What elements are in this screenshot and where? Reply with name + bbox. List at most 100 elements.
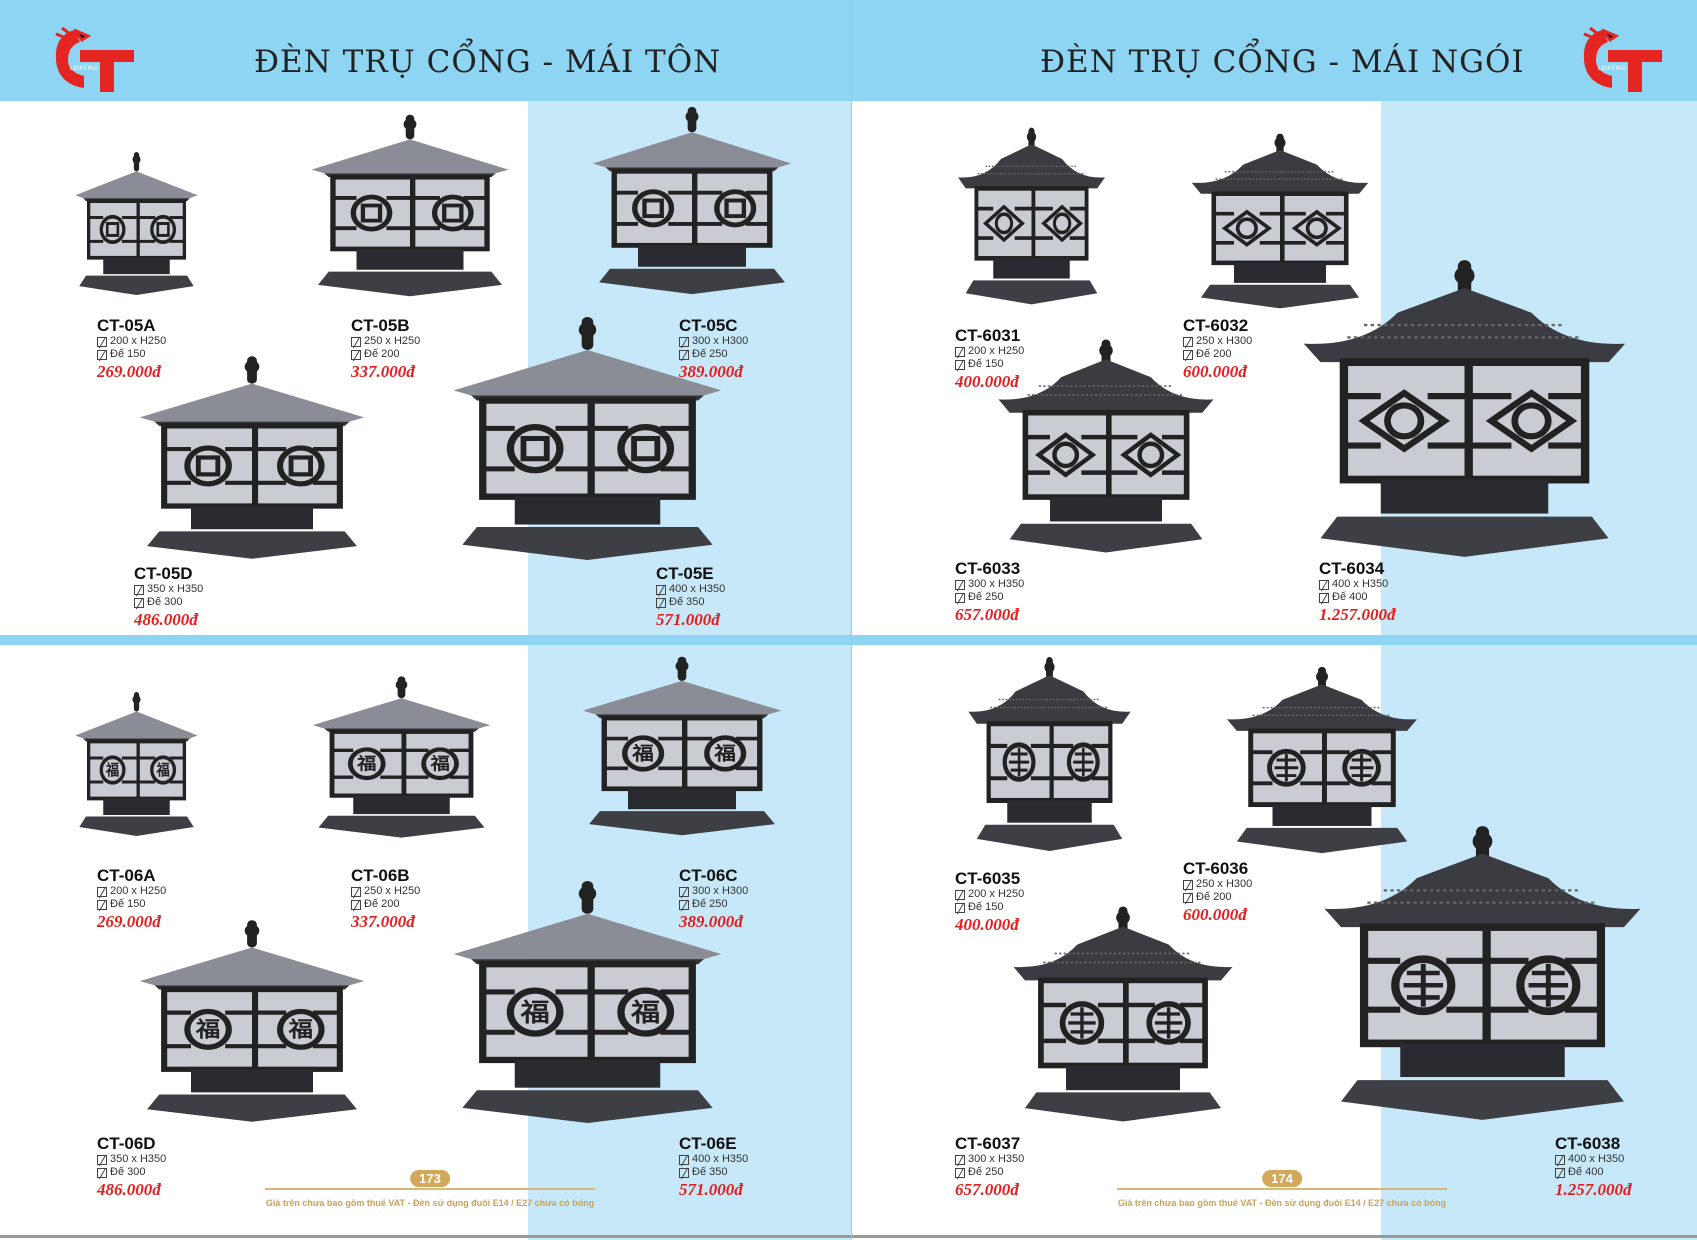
product-code: CT-6037 <box>955 1134 1021 1153</box>
product-code: CT-06A <box>97 866 156 885</box>
page-number: 174 <box>1262 1170 1302 1187</box>
size-text: 200 x H250 <box>968 345 1025 357</box>
footer-note: Giá trên chưa bao gồm thuế VAT - Đèn sử … <box>265 1198 595 1208</box>
product-image-ct-6037[interactable] <box>1009 902 1237 1126</box>
product-image-ct-6032[interactable] <box>1188 130 1372 312</box>
product-image-ct-06d[interactable]: 福福 <box>130 916 374 1126</box>
product-base: Đế 150 <box>97 899 166 910</box>
product-image-ct-06e[interactable]: 福福 <box>442 876 733 1128</box>
product-price: 389.000đ <box>679 912 743 931</box>
size-text: 400 x H350 <box>692 1153 749 1165</box>
diameter-icon <box>679 349 689 360</box>
base-text: Đế 150 <box>968 901 1004 913</box>
product-size: 400 x H350 <box>1319 579 1396 590</box>
product-size: 200 x H250 <box>955 346 1024 357</box>
product-code: CT-05A <box>97 316 156 335</box>
product-image-ct-6038[interactable] <box>1318 820 1647 1126</box>
product-image-ct-06c[interactable]: 福福 <box>574 653 790 839</box>
product-price: 337.000đ <box>351 362 415 381</box>
product-code: CT-6034 <box>1319 559 1385 578</box>
product-base: Đế 250 <box>679 349 748 360</box>
page-header: LIGHTING ĐÈN TRỤ CỔNG - MÁI TÔN <box>0 0 851 101</box>
diameter-icon <box>97 899 107 910</box>
product-image-ct-05c[interactable] <box>584 103 800 298</box>
base-text: Đế 200 <box>1196 348 1232 360</box>
diameter-icon <box>1183 349 1193 360</box>
product-code: CT-05C <box>679 316 738 335</box>
svg-text:福: 福 <box>520 998 550 1027</box>
size-text: 200 x H250 <box>968 888 1025 900</box>
product-base: Đế 200 <box>351 349 420 360</box>
section-divider <box>852 635 1697 645</box>
product-size: 300 x H300 <box>679 886 748 897</box>
product-code: CT-6033 <box>955 559 1021 578</box>
product-size: 200 x H250 <box>97 336 166 347</box>
product-code: CT-06B <box>351 866 410 885</box>
product-label: CT-6035 200 x H250 Đế 150 400.000đ <box>955 870 1024 933</box>
product-price: 269.000đ <box>97 912 161 931</box>
product-image-ct-05a[interactable] <box>70 149 203 298</box>
diameter-icon <box>656 597 666 608</box>
product-base: Đế 150 <box>97 349 166 360</box>
diameter-icon <box>679 899 689 910</box>
product-base: Đế 250 <box>955 1167 1024 1178</box>
size-text: 300 x H300 <box>692 885 749 897</box>
product-image-ct-6036[interactable] <box>1223 663 1421 857</box>
product-size: 300 x H350 <box>955 1154 1024 1165</box>
svg-text:福: 福 <box>195 1017 220 1041</box>
product-image-ct-06b[interactable]: 福福 <box>305 673 498 841</box>
svg-text:LIGHTING: LIGHTING <box>1598 66 1627 72</box>
product-image-ct-6031[interactable] <box>955 124 1108 308</box>
product-label: CT-06D 350 x H350 Đế 300 486.000đ <box>97 1135 166 1198</box>
base-text: Đế 250 <box>968 1166 1004 1178</box>
product-price: 337.000đ <box>351 912 415 931</box>
svg-text:福: 福 <box>156 761 170 779</box>
base-text: Đế 250 <box>692 348 728 360</box>
product-size: 350 x H350 <box>134 584 203 595</box>
product-code: CT-6038 <box>1555 1134 1621 1153</box>
product-code: CT-6035 <box>955 869 1021 888</box>
product-code: CT-05B <box>351 316 410 335</box>
diameter-icon <box>97 1154 107 1165</box>
diameter-icon <box>1555 1154 1565 1165</box>
product-image-ct-05b[interactable] <box>303 111 517 300</box>
diameter-icon <box>134 584 144 595</box>
ct-lighting-logo: LIGHTING <box>55 26 134 92</box>
page-number: 173 <box>410 1170 450 1187</box>
product-label: CT-05C 300 x H300 Đế 250 389.000đ <box>679 317 748 380</box>
product-code: CT-05D <box>134 564 193 583</box>
size-text: 250 x H300 <box>1196 878 1253 890</box>
product-price: 571.000đ <box>679 1180 743 1199</box>
size-text: 200 x H250 <box>110 335 167 347</box>
product-label: CT-6034 400 x H350 Đế 400 1.257.000đ <box>1319 560 1396 623</box>
diameter-icon <box>97 886 107 897</box>
product-size: 350 x H350 <box>97 1154 166 1165</box>
section-divider <box>0 635 851 645</box>
size-text: 250 x H250 <box>364 885 421 897</box>
size-text: 350 x H350 <box>110 1153 167 1165</box>
diameter-icon <box>351 349 361 360</box>
product-image-ct-6034[interactable] <box>1297 254 1632 563</box>
diameter-icon <box>97 1167 107 1178</box>
base-text: Đế 200 <box>1196 891 1232 903</box>
diameter-icon <box>1555 1167 1565 1178</box>
product-base: Đế 250 <box>679 899 748 910</box>
product-image-ct-6035[interactable] <box>965 653 1134 855</box>
product-label: CT-6036 250 x H300 Đế 200 600.000đ <box>1183 860 1252 923</box>
product-image-ct-06a[interactable]: 福福 <box>70 689 203 839</box>
product-base: Đế 300 <box>134 597 203 608</box>
diameter-icon <box>1319 579 1329 590</box>
product-image-ct-05e[interactable] <box>442 312 733 565</box>
product-size: 300 x H300 <box>679 336 748 347</box>
product-base: Đế 150 <box>955 359 1024 370</box>
diameter-icon <box>955 902 965 913</box>
page-title: ĐÈN TRỤ CỔNG - MÁI TÔN <box>254 44 722 80</box>
product-price: 657.000đ <box>955 1180 1019 1199</box>
product-image-ct-6033[interactable] <box>994 335 1218 557</box>
product-label: CT-6037 300 x H350 Đế 250 657.000đ <box>955 1135 1024 1198</box>
diameter-icon <box>679 1167 689 1178</box>
product-price: 269.000đ <box>97 362 161 381</box>
product-image-ct-05d[interactable] <box>130 352 374 563</box>
product-code: CT-06E <box>679 1134 737 1153</box>
diameter-icon <box>1319 592 1329 603</box>
